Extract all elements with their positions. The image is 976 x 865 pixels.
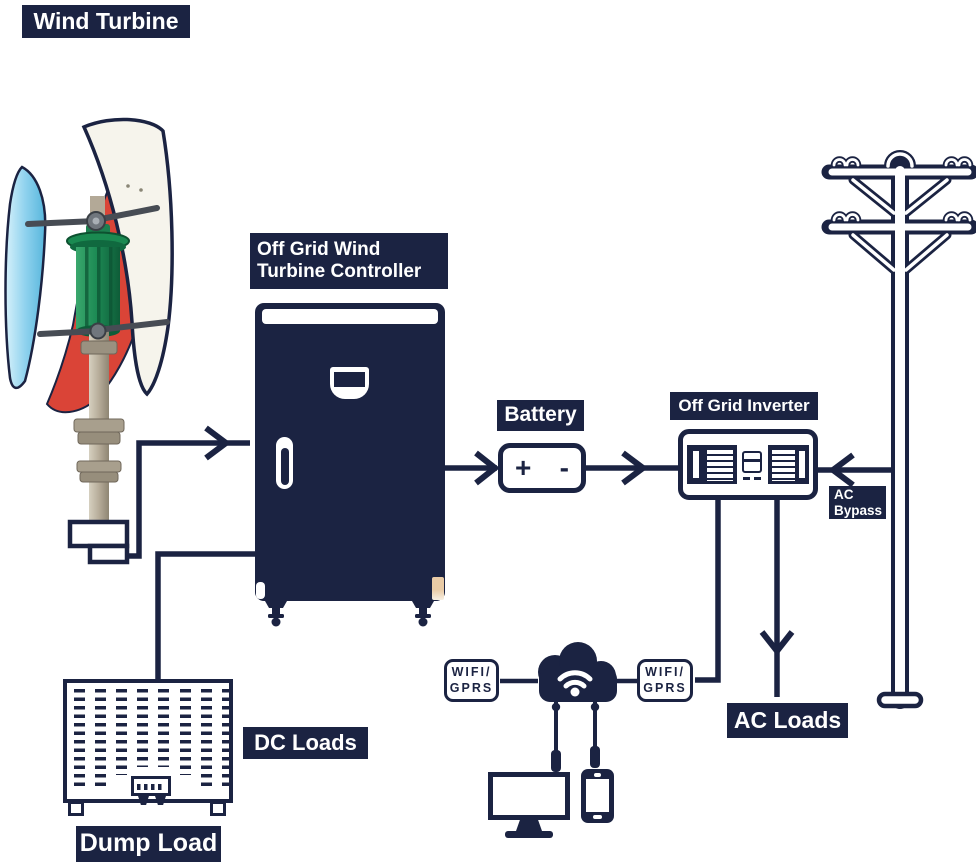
phone-plug	[590, 746, 600, 768]
dc-loads-label: DC Loads	[243, 727, 368, 759]
battery-plus-terminal: +	[515, 452, 532, 483]
arrow-inverter-to-ac-loads	[759, 630, 795, 656]
dump-load-left-foot	[68, 801, 84, 816]
wifi-cloud-icon	[538, 642, 617, 772]
turbine-base	[67, 519, 130, 565]
inverter-front-panel	[737, 445, 768, 484]
wifi-symbol-icon	[557, 670, 593, 697]
cabinet-notch	[256, 582, 265, 599]
monitor-stand	[516, 820, 542, 831]
inverter-screen	[742, 451, 762, 473]
inverter-right-fins	[772, 448, 795, 481]
connection-wires	[100, 425, 902, 697]
support-arms	[25, 205, 170, 337]
wifi-gprs-module-right: WIFI/ GPRS	[637, 659, 693, 702]
arrow-pole-to-inverter	[828, 452, 855, 488]
mast	[73, 331, 125, 525]
inverter-label: Off Grid Inverter	[670, 392, 818, 420]
cabinet-top-panel	[262, 309, 438, 324]
monitor-plug	[551, 750, 561, 772]
controller-legs	[265, 601, 434, 627]
monitor-icon	[488, 772, 570, 820]
blue-blade	[4, 165, 47, 390]
pole-base	[876, 691, 924, 709]
phone-icon	[581, 769, 614, 823]
generator	[66, 224, 130, 337]
controller-cabinet	[255, 303, 445, 601]
battery-box: + -	[498, 443, 586, 493]
dump-load-box	[63, 679, 233, 805]
wire-controller-to-dump-load	[155, 551, 255, 681]
monitor-base	[505, 831, 553, 838]
inverter-left-fins	[707, 448, 733, 481]
cabinet-label-sticker	[432, 577, 444, 600]
arrow-battery-to-inverter	[621, 450, 648, 486]
ac-loads-label: AC Loads	[727, 703, 848, 738]
wifi-gprs-module-left: WIFI/ GPRS	[444, 659, 499, 702]
cabinet-door-handle	[276, 437, 293, 489]
inverter-box	[678, 429, 818, 500]
cabinet-display-window	[330, 367, 369, 399]
controller-label: Off Grid Wind Turbine Controller	[250, 233, 448, 289]
wind-turbine-label: Wind Turbine	[22, 5, 190, 38]
inverter-left-bar	[693, 451, 699, 478]
inverter-right-bar	[799, 451, 805, 478]
dump-load-connector	[131, 776, 171, 796]
wire-inverter-to-wifi	[695, 500, 721, 683]
arrow-turbine-to-controller	[204, 425, 231, 461]
power-pole-icon	[821, 150, 976, 709]
dump-load-label: Dump Load	[76, 826, 221, 862]
arrow-controller-to-battery	[474, 450, 500, 486]
battery-label: Battery	[497, 400, 584, 431]
ac-bypass-label: AC Bypass	[829, 486, 886, 519]
dump-load-right-foot	[210, 801, 226, 816]
wind-turbine-photo	[4, 117, 174, 565]
battery-minus-terminal: -	[559, 452, 569, 483]
